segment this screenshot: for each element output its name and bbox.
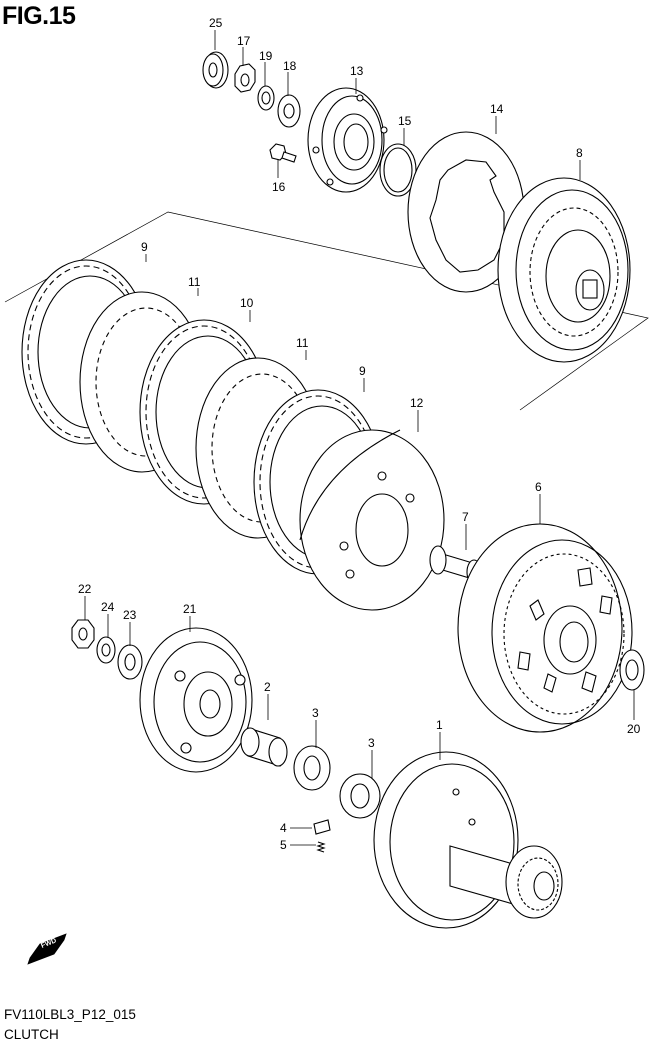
callout-20: 20	[627, 722, 641, 736]
callout-18: 18	[283, 59, 297, 73]
callout-21: 21	[183, 602, 197, 616]
callout-9-b: 9	[359, 364, 366, 378]
callout-14: 14	[490, 102, 504, 116]
spring-5	[316, 841, 326, 853]
ratchet-3-b	[339, 773, 381, 819]
bearing-25	[202, 51, 229, 89]
one-way-clutch-2	[240, 727, 288, 767]
callout-5: 5	[280, 838, 287, 852]
washer-18	[277, 94, 301, 128]
callout-8: 8	[576, 146, 583, 160]
drawing-code: FV110LBL3_P12_015	[4, 1007, 136, 1022]
drive-plate-12	[299, 429, 445, 611]
callout-22: 22	[78, 582, 92, 596]
callout-23: 23	[123, 608, 137, 622]
callout-7: 7	[462, 510, 469, 524]
callout-19: 19	[259, 49, 273, 63]
bolt-16	[269, 143, 297, 163]
washer-19	[257, 85, 275, 111]
bearing-plate-13	[307, 87, 388, 193]
washer-23	[117, 644, 143, 680]
callout-10: 10	[240, 296, 254, 310]
callout-13: 13	[350, 64, 364, 78]
callouts: 25 17 19 18 13 16 15 14 8 9 11 10 11 9 1…	[78, 16, 641, 852]
ratchet-3-a	[293, 745, 331, 791]
callout-3-b: 3	[368, 736, 375, 750]
clutch-drum-1	[373, 751, 563, 929]
nut-17	[234, 63, 256, 93]
nut-22	[71, 619, 95, 649]
fwd-arrow-icon: FWD	[27, 933, 67, 965]
callout-6: 6	[535, 480, 542, 494]
callout-25: 25	[209, 16, 223, 30]
callout-3-a: 3	[312, 706, 319, 720]
clutch-outer-8	[497, 177, 631, 363]
roller-4	[313, 819, 331, 835]
callout-12: 12	[410, 396, 424, 410]
figure-title: FIG.15	[2, 2, 76, 30]
clutch-shoe-21	[139, 627, 253, 773]
clutch-housing-6	[457, 523, 633, 733]
figure-caption: CLUTCH	[4, 1027, 59, 1042]
callout-17: 17	[237, 34, 251, 48]
washer-20	[619, 649, 645, 691]
callout-15: 15	[398, 114, 412, 128]
washer-24	[96, 636, 116, 664]
leader-lines	[84, 30, 635, 846]
callout-11-a: 11	[188, 275, 201, 289]
callout-2: 2	[264, 680, 271, 694]
callout-24: 24	[101, 600, 115, 614]
callout-4: 4	[280, 821, 287, 835]
callout-11-b: 11	[296, 336, 309, 350]
assembly-outline	[4, 211, 649, 411]
callout-1: 1	[436, 718, 443, 732]
callout-16: 16	[272, 180, 286, 194]
callout-9-a: 9	[141, 240, 148, 254]
